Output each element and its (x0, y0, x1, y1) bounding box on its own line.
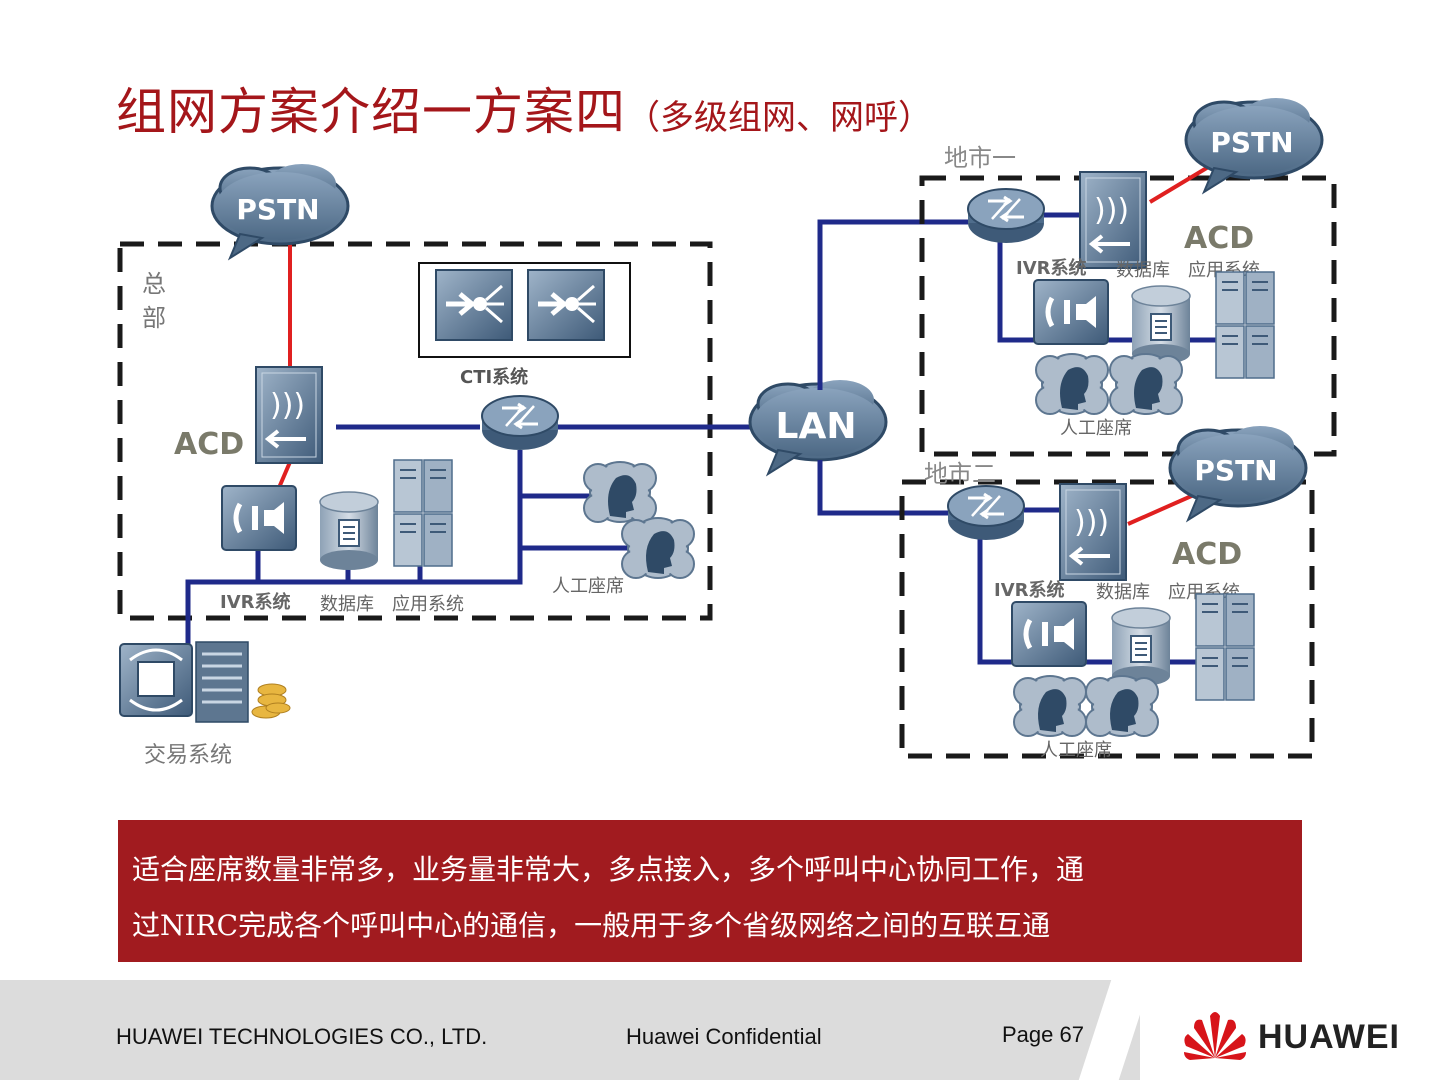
city1-router-icon (966, 187, 1046, 245)
city1-acd-switch-icon (1078, 170, 1148, 270)
city1-agent-icon (1035, 353, 1109, 415)
city1-acd-label: ACD (1184, 221, 1254, 256)
network-diagram: ))) (117, 96, 1337, 768)
trade-system-label: 交易系统 (144, 743, 232, 768)
city2-acd-switch-icon (1058, 482, 1128, 582)
hq-agent-icon (583, 461, 657, 523)
hq-agent-icon (621, 517, 695, 579)
summary-line-2: 过NIRC完成各个呼叫中心的通信，一般用于多个省级网络之间的互联互通 (132, 909, 1051, 942)
city2-boundary (899, 479, 1315, 759)
city2-agent-icon (1013, 675, 1087, 737)
city1-agent-icon (1109, 353, 1183, 415)
city2-ivr-icon (1012, 602, 1086, 666)
hq-router-icon (480, 394, 560, 452)
summary-line-1: 适合座席数量非常多，业务量非常大，多点接入，多个呼叫中心协同工作，通 (132, 853, 1085, 886)
city2-app-server-icon (1195, 593, 1255, 701)
page-title: 组网方案介绍一方案四（多级组网、网呼） (116, 72, 932, 144)
city1-ivr-icon (1034, 280, 1108, 344)
footer-logo-area (1140, 980, 1440, 1080)
hq-label-line1: 总 (142, 270, 166, 298)
footer-company: HUAWEI TECHNOLOGIES CO., LTD. (116, 1024, 488, 1049)
city1-agents-label: 人工座席 (1060, 418, 1132, 439)
hq-ivr-icon (222, 486, 296, 550)
city1-db-label: 数据库 (1116, 260, 1170, 281)
hq-pstn-label: PSTN (236, 193, 319, 226)
hq-db-label: 数据库 (320, 594, 374, 615)
footer-confidential: Huawei Confidential (626, 1024, 822, 1049)
page-title-main: 组网方案介绍一方案四 (116, 83, 626, 141)
hq-app-label: 应用系统 (392, 594, 464, 615)
huawei-logo-text: HUAWEI (1258, 1018, 1400, 1056)
hq-boundary (117, 241, 713, 621)
hq-database-icon (319, 491, 379, 571)
city2-router-icon (946, 484, 1026, 542)
city1-ivr-label: IVR系统 (1016, 257, 1087, 279)
hq-app-server-icon (393, 459, 453, 567)
hq-acd-switch-icon (254, 365, 324, 465)
summary-banner: 适合座席数量非常多，业务量非常大，多点接入，多个呼叫中心协同工作，通 过NIRC… (118, 820, 1302, 962)
city1-database-icon (1131, 285, 1191, 365)
city2-pstn-link (1127, 492, 1197, 526)
hq-cti-label: CTI系统 (460, 366, 528, 388)
city1-app-server-icon (1215, 271, 1275, 379)
hq-ivr-label: IVR系统 (220, 591, 291, 613)
hq-acd-label: ACD (174, 427, 244, 462)
page-title-sub: （多级组网、网呼） (626, 98, 932, 138)
city2-database-icon (1111, 607, 1171, 687)
cti-server-icon (436, 270, 512, 340)
trade-system-icon (119, 641, 291, 723)
hq-label-line2: 部 (142, 304, 166, 332)
city2-name: 地市二 (924, 460, 996, 488)
city2-agent-icon (1085, 675, 1159, 737)
lan-links (817, 219, 968, 516)
lan-label: LAN (776, 406, 857, 447)
city1-pstn-link (1148, 164, 1212, 204)
city2-ivr-label: IVR系统 (994, 579, 1065, 601)
city2-pstn-label: PSTN (1194, 454, 1277, 487)
cti-server-icon (528, 270, 604, 340)
city2-db-label: 数据库 (1096, 582, 1150, 603)
huawei-logo-icon (1184, 1012, 1246, 1060)
hq-agents-label: 人工座席 (552, 576, 624, 597)
city2-agents-label: 人工座席 (1040, 740, 1112, 761)
city2-acd-label: ACD (1172, 537, 1242, 572)
city1-name: 地市一 (944, 144, 1016, 172)
footer-page-number: Page 67 (1002, 1022, 1084, 1047)
city1-pstn-label: PSTN (1210, 126, 1293, 159)
